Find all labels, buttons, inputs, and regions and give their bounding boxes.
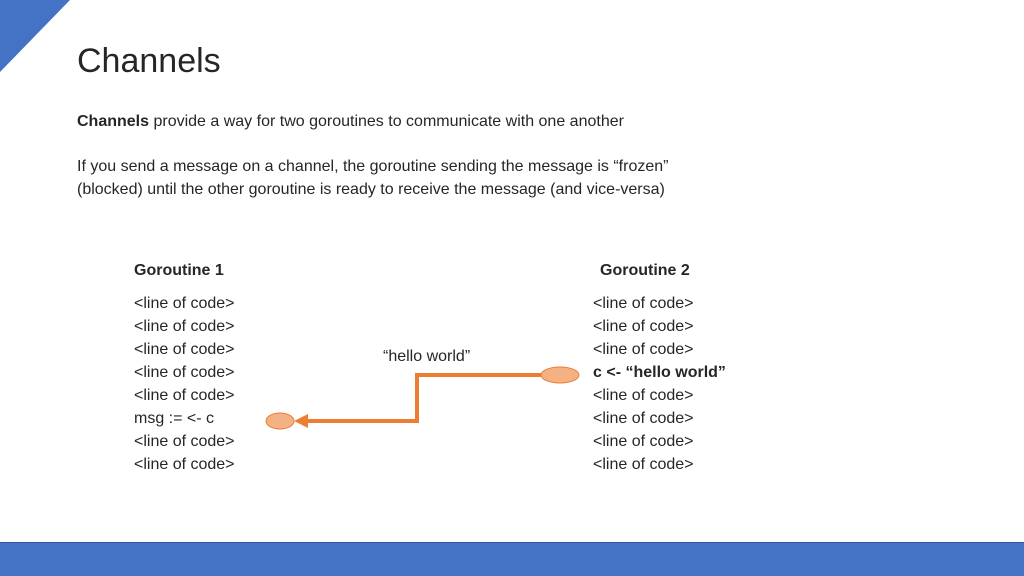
intro-text: provide a way for two goroutines to comm… — [149, 113, 624, 130]
goroutine-2-code: <line of code> <line of code> <line of c… — [593, 292, 726, 476]
footer-bar — [0, 542, 1024, 576]
goroutine-1-code: <line of code> <line of code> <line of c… — [134, 292, 235, 476]
receive-node — [265, 412, 295, 430]
code-line: <line of code> — [593, 341, 694, 358]
send-node — [540, 366, 580, 384]
code-line: <line of code> — [134, 341, 235, 358]
code-line: <line of code> — [134, 433, 235, 450]
code-line: <line of code> — [134, 295, 235, 312]
code-line: <line of code> — [134, 318, 235, 335]
blocking-paragraph-line-1: If you send a message on a channel, the … — [77, 158, 669, 175]
slide-title: Channels — [77, 42, 221, 80]
send-statement: c <- “hello world” — [593, 364, 726, 381]
arrowhead-icon — [294, 414, 308, 428]
intro-bold-term: Channels — [77, 113, 150, 130]
code-line: <line of code> — [593, 318, 694, 335]
code-line: <line of code> — [134, 387, 235, 404]
code-line: <line of code> — [134, 364, 235, 381]
goroutine-1-heading: Goroutine 1 — [134, 262, 224, 279]
code-line: <line of code> — [134, 456, 235, 473]
receive-statement: msg := <- c — [134, 410, 215, 427]
blocking-paragraph: If you send a message on a channel, the … — [77, 155, 668, 201]
code-line: <line of code> — [593, 410, 694, 427]
message-label: “hello world” — [383, 348, 471, 365]
code-line: <line of code> — [593, 387, 694, 404]
corner-triangle-decoration — [0, 0, 70, 72]
goroutine-2-heading: Goroutine 2 — [600, 262, 690, 279]
code-line: <line of code> — [593, 433, 694, 450]
channel-arrow-path — [306, 373, 542, 423]
intro-paragraph: Channels provide a way for two goroutine… — [77, 110, 624, 133]
code-line: <line of code> — [593, 456, 694, 473]
code-line: <line of code> — [593, 295, 694, 312]
blocking-paragraph-line-2: (blocked) until the other goroutine is r… — [77, 181, 665, 198]
